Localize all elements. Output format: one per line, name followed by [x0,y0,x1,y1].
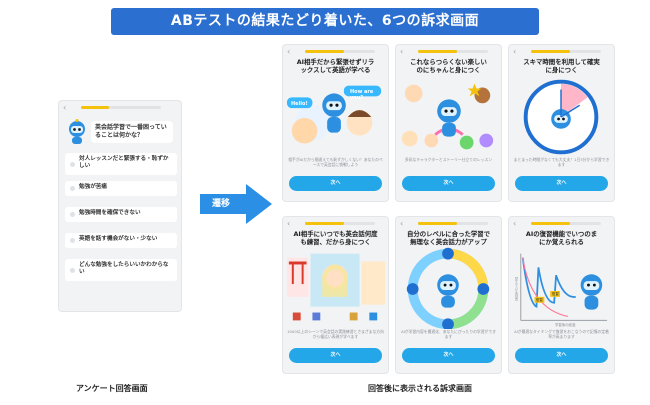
progress-fill [418,50,457,53]
progress-bar [531,222,601,225]
result-card-relax: ‹ AI相手だから緊張せずリラックスして英語が学べる Hello! How ar… [282,44,389,202]
card-description: 多彩なキャラクターとストーリー仕立てのレッスン [404,157,493,162]
next-button[interactable]: 次へ [289,348,382,363]
chart-axis-x-label: 学習後の経過 [555,323,576,327]
progress-bar [531,50,601,53]
card-description: 1000以上のシーンで英会話の実践練習とさまざまな方向から幅広い表現が学べます [287,329,384,339]
question-header: 英会話学習で一番困っていることは何かな？ [65,117,177,147]
characters-illustration [401,83,494,150]
card-title: AIの復習機能でいつのまにか覚えられる [525,230,598,246]
back-chevron-icon[interactable]: ‹ [513,47,517,56]
progress-bar [81,106,161,109]
progress-bar [305,50,375,53]
progress-bar [418,222,488,225]
card-description: AIが学習内容を最適化、あなたにぴったりの学習ができます [401,329,496,339]
progress-bar [418,50,488,53]
result-card-practice: ‹ AI相手にいつでも英会話何度も練習、だから身につく 1000以上のシーンで英… [282,216,389,374]
next-button[interactable]: 次へ [515,176,608,191]
answer-option[interactable]: 対人レッスンだと緊張する・恥ずかしい [65,153,177,175]
question-text: 英会話学習で一番困っていることは何かな？ [91,121,173,143]
robot-avatar-icon [69,119,85,144]
caption-survey: アンケート回答画面 [76,384,148,393]
result-card-review: ‹ AIの復習機能でいつのまにか覚えられる 覚えている割合 学習後の経過 復習 … [508,216,615,374]
clock-illustration [523,79,599,155]
caption-results: 回答後に表示される訴求画面 [368,384,472,393]
progress-fill [531,222,570,225]
review-tag: 復習 [552,292,559,296]
answer-option[interactable]: 勉強時間を確保できない [65,207,177,222]
survey-screen: ‹ 英会話学習で一番困っていることは何かな？ 対人レッスンだと緊張する・恥ずかし… [58,100,182,312]
card-title: これならつらくない楽しいのにちゃんと身につく [410,58,487,74]
progress-fill [305,222,344,225]
card-description: AIが最適なタイミングで復習をおこなうので記憶の定着率が高まります [514,329,609,339]
review-tag: 復習 [536,298,543,302]
answer-option[interactable]: どんな勉強をしたらいいかわからない [65,259,177,281]
answer-option[interactable]: 勉強が苦痛 [65,181,177,196]
chart-axis-y-label: 覚えている割合 [514,277,518,301]
card-title: スキマ時間を利用して確実に身につく [523,58,600,74]
card-title: AI相手だから緊張せずリラックスして英語が学べる [296,58,375,74]
back-chevron-icon[interactable]: ‹ [400,47,404,56]
result-card-fun: ‹ これならつらくない楽しいのにちゃんと身につく 多彩なキャラクターとストーリー… [395,44,502,202]
back-chevron-icon[interactable]: ‹ [513,219,517,228]
speech-bubble-how-are-you: How are you? [350,89,374,101]
progress-fill [418,222,457,225]
card-description: 相手がAIだから間違えても恥ずかしくない！あなたのペースで英会話に挑戦しよう [288,157,383,167]
progress-bar [305,222,375,225]
transition-arrow-icon [200,184,272,224]
speech-bubble-hello: Hello! [291,101,308,107]
forgetting-curve-illustration [520,253,608,321]
card-description: まとまった時間がなくても大丈夫！1日3分から学習できます [513,157,610,167]
progress-fill [305,50,344,53]
next-button[interactable]: 次へ [402,348,495,363]
result-card-level: ‹ 自分のレベルに合った学習で無理なく英会話力がアップ AIが学習内容を最適化、… [395,216,502,374]
progress-fill [531,50,570,53]
back-chevron-icon[interactable]: ‹ [63,103,67,112]
scenes-illustration [286,253,386,321]
back-chevron-icon[interactable]: ‹ [287,47,291,56]
next-button[interactable]: 次へ [515,348,608,363]
next-button[interactable]: 次へ [402,176,495,191]
back-chevron-icon[interactable]: ‹ [287,219,291,228]
next-button[interactable]: 次へ [289,176,382,191]
progress-fill [81,106,109,109]
answer-option[interactable]: 英語を話す機会がない・少ない [65,233,177,248]
back-chevron-icon[interactable]: ‹ [400,219,404,228]
slide-title-banner: ABテストの結果たどり着いた、6つの訴求画面 [111,8,539,35]
robot-conversation-illustration [286,85,382,144]
level-cycle-illustration [406,247,490,329]
card-title: AI相手にいつでも英会話何度も練習、だから身につく [293,230,378,246]
card-title: 自分のレベルに合った学習で無理なく英会話力がアップ [406,230,491,246]
result-card-spare-time: ‹ スキマ時間を利用して確実に身につく まとまった時間がなくても大丈夫！1日3分… [508,44,615,202]
transition-label: 遷移 [212,199,231,209]
